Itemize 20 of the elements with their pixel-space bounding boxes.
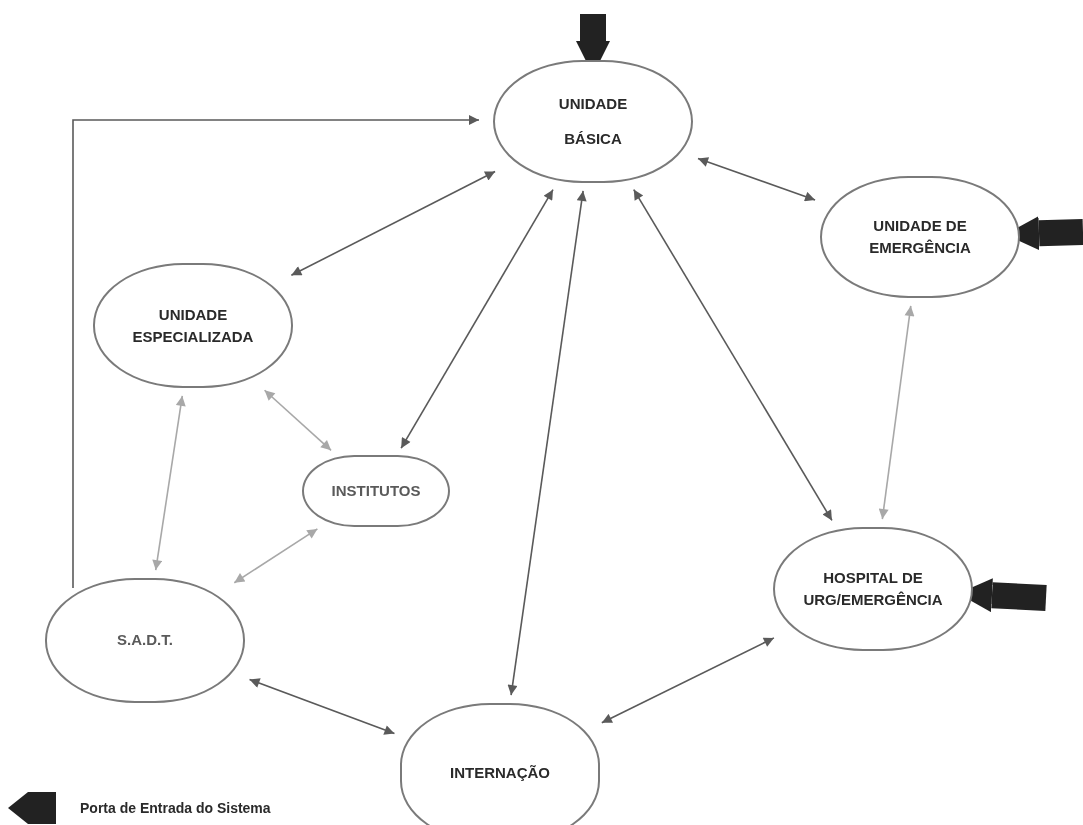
node-label: UNIDADE DE EMERGÊNCIA (868, 216, 972, 258)
arrow (233, 528, 319, 584)
node-label: INTERNAÇÃO (450, 763, 550, 784)
arrow (400, 188, 554, 449)
arrow (633, 188, 833, 522)
arrow (152, 395, 186, 571)
node-label: S.A.D.T. (117, 630, 173, 651)
node-label: INSTITUTOS (331, 480, 421, 501)
arrow (697, 157, 816, 202)
arrow (72, 115, 480, 589)
arrow (601, 637, 775, 724)
node-label: HOSPITAL DE URG/EMERGÊNCIA (802, 568, 944, 610)
node-label: UNIDADE BÁSICA (557, 94, 629, 149)
arrow (248, 678, 396, 735)
legend-label: Porta de Entrada do Sistema (80, 798, 271, 818)
arrow (507, 190, 587, 696)
arrow (290, 170, 496, 277)
node-label: UNIDADE ESPECIALIZADA (131, 304, 255, 347)
arrow (878, 305, 915, 520)
arrow (263, 389, 332, 452)
